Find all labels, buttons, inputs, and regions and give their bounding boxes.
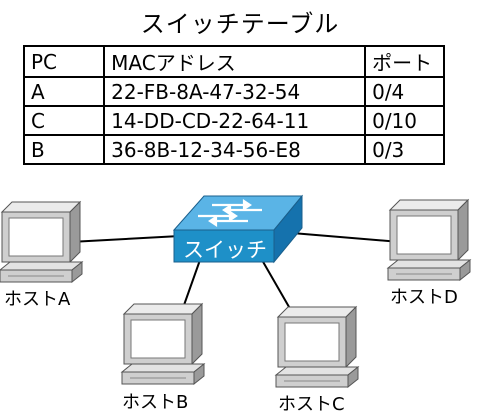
table-title: スイッチテーブル [140, 10, 340, 38]
host-b-icon [121, 303, 205, 385]
cell-mac: 36-8B-12-34-56-E8 [103, 134, 367, 165]
table-row: A 22-FB-8A-47-32-54 0/4 [22, 76, 445, 107]
switch-label: スイッチ [183, 238, 267, 262]
header-port: ポート [364, 45, 445, 78]
cable-to-host-a [69, 235, 181, 243]
host-a-label: ホストA [4, 289, 71, 310]
header-pc: PC [22, 45, 106, 78]
host-c-label: ホストC [278, 394, 345, 415]
table-header-row: PC MACアドレス ポート [22, 45, 445, 78]
cell-mac: 14-DD-CD-22-64-11 [103, 105, 367, 136]
host-b-label: ホストB [122, 392, 189, 413]
cable-to-host-d [279, 231, 401, 243]
table-row: C 14-DD-CD-22-64-11 0/10 [22, 105, 445, 136]
cell-pc: A [22, 76, 106, 107]
cell-port: 0/10 [364, 105, 445, 136]
cell-pc: B [22, 134, 106, 165]
host-c-icon [275, 306, 359, 388]
cell-pc: C [22, 105, 106, 136]
table-row: B 36-8B-12-34-56-E8 0/3 [22, 134, 445, 165]
switch-table: PC MACアドレス ポート A 22-FB-8A-47-32-54 0/4 C… [22, 45, 445, 165]
host-d-label: ホストD [390, 287, 458, 308]
cell-port: 0/3 [364, 134, 445, 165]
cell-mac: 22-FB-8A-47-32-54 [103, 76, 367, 107]
host-d-icon [387, 199, 471, 281]
host-a-icon [0, 201, 83, 283]
cell-port: 0/4 [364, 76, 445, 107]
header-mac: MACアドレス [103, 45, 367, 78]
switch-icon [172, 194, 304, 264]
